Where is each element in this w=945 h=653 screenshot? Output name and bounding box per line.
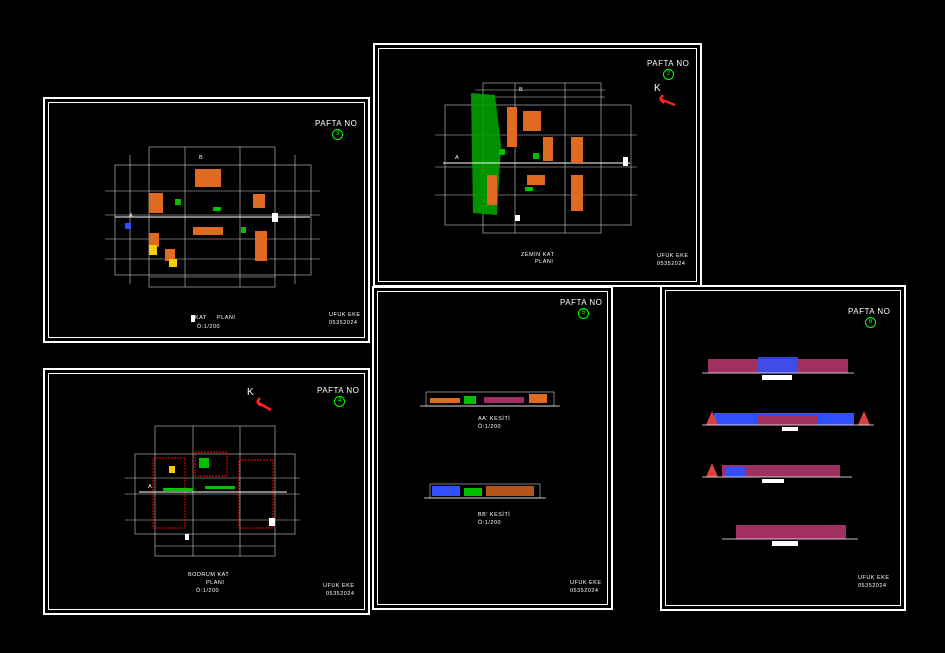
sheet-title-line1: BODRUM KAT bbox=[188, 572, 230, 578]
plan-marker-b: B bbox=[519, 87, 524, 93]
section-bb bbox=[424, 483, 546, 499]
author-name: UFUK EKE bbox=[657, 253, 689, 259]
author-name: UFUK EKE bbox=[329, 312, 361, 318]
section-b-title: BB' KESİTİ bbox=[478, 512, 511, 518]
elevations-drawing bbox=[702, 357, 874, 546]
north-label: K bbox=[247, 387, 255, 398]
sheet-scale: Ö:1/200 bbox=[196, 588, 220, 594]
sheet-gorunusler[interactable]: PAFTA NO 6 UFUK EKE 05352024 bbox=[660, 285, 906, 611]
pafta-label: PAFTA NO bbox=[560, 298, 603, 307]
pafta-number-badge: 4 bbox=[334, 396, 345, 407]
plan-marker-a: A bbox=[455, 155, 460, 161]
plan-marker-a: A bbox=[129, 213, 134, 219]
section-a-title: AA' KESİTİ bbox=[478, 416, 511, 422]
pafta-label: PAFTA NO bbox=[315, 119, 358, 128]
elevation-2 bbox=[702, 411, 874, 431]
sheet-kesitler[interactable]: PAFTA NO 5 AA' KESİTİ Ö:1/200 BB' KESİTİ… bbox=[372, 286, 613, 610]
sheet-title-line1: KAT bbox=[195, 315, 207, 321]
ground-floor-drawing bbox=[435, 82, 676, 234]
pafta-number-badge: 6 bbox=[865, 317, 876, 328]
floor-plan-drawing bbox=[105, 146, 320, 322]
elevation-4 bbox=[722, 525, 858, 546]
pafta-label: PAFTA NO bbox=[647, 59, 690, 68]
sheet-title-line2: PLANI bbox=[217, 315, 236, 321]
elevation-3 bbox=[702, 463, 852, 483]
pafta-number-badge: 3 bbox=[332, 129, 343, 140]
sheet-title-line1: ZEMİN KAT bbox=[521, 252, 555, 258]
author-name: UFUK EKE bbox=[323, 583, 355, 589]
north-label: K bbox=[654, 83, 662, 94]
pafta-number-badge: 5 bbox=[578, 308, 589, 319]
sheet-bodrum-kat-plani[interactable]: PAFTA NO 4 K A BODRUM KAT PLANI Ö:1/200 … bbox=[43, 368, 370, 615]
sections-drawing bbox=[420, 391, 560, 499]
plan-marker-a: A bbox=[148, 484, 153, 490]
section-b-scale: Ö:1/200 bbox=[478, 520, 502, 526]
pafta-number-badge: 2 bbox=[663, 69, 674, 80]
section-a-scale: Ö:1/200 bbox=[478, 424, 502, 430]
section-aa bbox=[420, 391, 560, 407]
author-code: 05352024 bbox=[329, 320, 358, 326]
plan-marker-b: B bbox=[199, 155, 204, 161]
elevation-1 bbox=[702, 357, 854, 380]
sheet-scale: Ö:1/200 bbox=[197, 324, 221, 330]
north-arrow-icon bbox=[659, 94, 676, 107]
author-code: 05352024 bbox=[657, 261, 686, 267]
author-name: UFUK EKE bbox=[570, 580, 602, 586]
pafta-label: PAFTA NO bbox=[317, 386, 360, 395]
basement-drawing bbox=[125, 397, 300, 557]
sheet-kat-plani[interactable]: PAFTA NO 3 A B KAT PLANI Ö:1/200 UFUK EK… bbox=[43, 97, 370, 343]
pafta-label: PAFTA NO bbox=[848, 307, 891, 316]
author-code: 05352024 bbox=[858, 583, 887, 589]
author-code: 05352024 bbox=[570, 588, 599, 594]
sheet-title-line2: PLANI bbox=[206, 580, 225, 586]
sheet-zemin-kat-plani[interactable]: PAFTA NO 2 K A B ZEMİN KAT PLANI UFUK EK… bbox=[373, 43, 702, 287]
sheet-title-line2: PLANI bbox=[535, 259, 554, 265]
north-arrow-icon bbox=[256, 397, 272, 412]
author-code: 05352024 bbox=[326, 591, 355, 597]
author-name: UFUK EKE bbox=[858, 575, 890, 581]
